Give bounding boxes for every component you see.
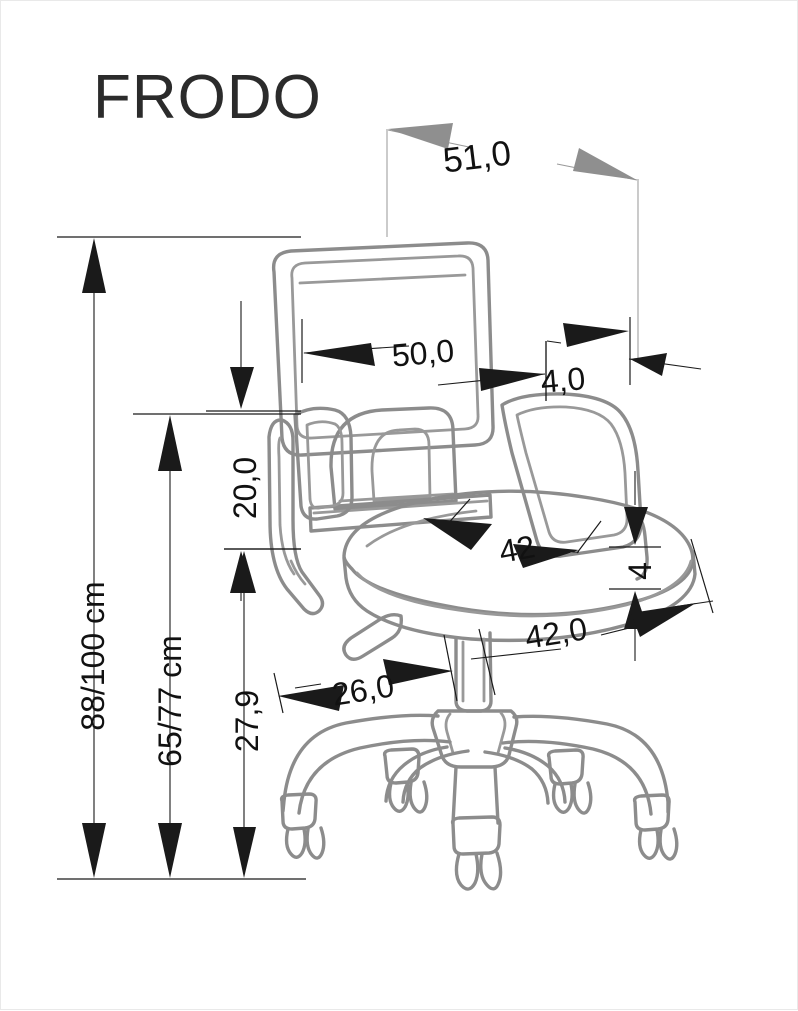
dim-label-armrest-offset: 4,0 (539, 360, 587, 400)
chair-lumbar-support (329, 406, 458, 511)
castor (450, 815, 503, 891)
dimline-backrest-width (301, 319, 547, 401)
dimline-seat-height (133, 413, 301, 878)
dimline-seat-depth (423, 498, 602, 568)
chair-backrest (271, 241, 495, 457)
chair-gas-lift (454, 631, 493, 713)
dimline-seat-thickness (609, 471, 661, 661)
dimline-depth-top (386, 123, 639, 361)
castor (546, 748, 593, 815)
dim-label-seat-height: 65/77 cm (152, 635, 188, 767)
chair-armrest-left (267, 418, 325, 616)
page-title: FRODO (93, 63, 322, 132)
dim-label-depth-top: 51,0 (440, 133, 514, 181)
chair-armpad-left (293, 406, 354, 521)
dim-label-backrest-width: 50,0 (390, 332, 456, 374)
dim-label-seat-depth: 42 (496, 528, 538, 570)
dim-label-seat-thickness: 4 (622, 562, 658, 580)
dimline-seat-width (600, 538, 714, 637)
dim-label-total-height: 88/100 cm (75, 581, 111, 731)
chair-castors (279, 747, 679, 891)
dim-label-backrest-height: 20,0 (227, 456, 263, 520)
dimline-base-diameter (273, 628, 562, 714)
dimline-armrest-offset (545, 317, 702, 401)
dim-label-base-height: 27,9 (229, 689, 265, 753)
dimline-total-height (57, 236, 306, 880)
dim-label-seat-width: 42,0 (522, 610, 590, 656)
chair-tilt-lever (342, 612, 403, 661)
dim-label-base-diameter: 26,0 (329, 667, 397, 713)
dimline-base-height (224, 548, 301, 878)
chair-base-star (281, 713, 670, 825)
castor (632, 793, 679, 861)
chair-base-hub (430, 709, 519, 769)
castor (279, 792, 326, 860)
castor (382, 747, 429, 814)
